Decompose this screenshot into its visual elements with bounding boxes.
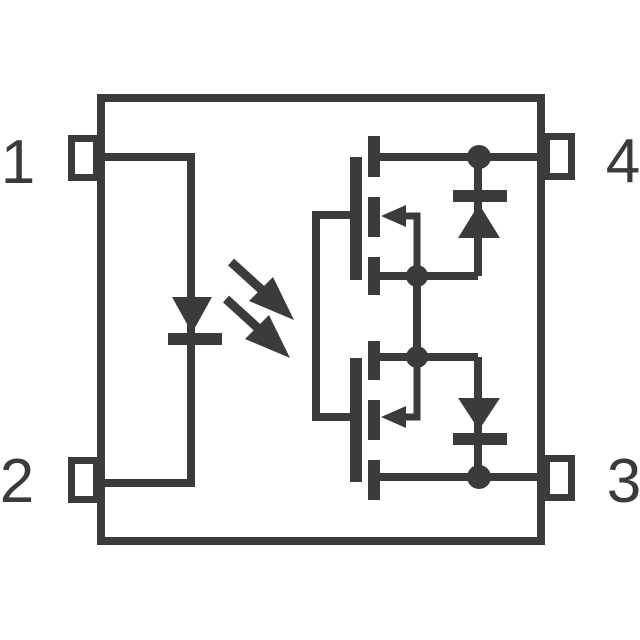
diode-top-triangle xyxy=(458,204,500,238)
pin1-terminal-box xyxy=(68,135,100,181)
led-anode-triangle xyxy=(172,297,212,333)
package-outline xyxy=(97,94,545,545)
junction-dot-source-top xyxy=(406,265,428,287)
pin1-label: 1 xyxy=(1,128,35,197)
gate-bus-wire xyxy=(312,211,350,421)
mosfet-top-body-arrow xyxy=(381,205,406,227)
body-wire-bottom xyxy=(404,357,421,421)
mosfet-bottom-gate-bar xyxy=(350,358,362,482)
light-arrow-1-shaft xyxy=(227,258,267,295)
mosfet-top-gate-bar xyxy=(350,157,362,280)
light-arrow-1-head xyxy=(249,277,294,320)
mosfet-bottom-source-bar xyxy=(368,341,380,380)
junction-dot-source-bottom xyxy=(406,346,428,368)
light-arrow-2-shaft xyxy=(222,295,263,333)
pin3-label: 3 xyxy=(607,447,640,516)
junction-dot-drain-top xyxy=(467,145,491,169)
led-cathode-bar xyxy=(168,333,222,345)
body-wire-top xyxy=(404,212,421,276)
mosfet-bottom-body-arrow xyxy=(381,406,406,428)
junction-dot-drain-bottom xyxy=(467,465,491,489)
mosfet-bottom-body-bar xyxy=(368,400,380,440)
led-input-wire xyxy=(104,153,195,487)
pin2-terminal-box xyxy=(68,457,100,503)
light-arrow-2-head xyxy=(245,315,290,358)
mosfet-top-body-bar xyxy=(368,197,380,237)
pin4-label: 4 xyxy=(606,127,640,196)
mosfet-top-drain-bar xyxy=(368,136,380,177)
pin2-label: 2 xyxy=(0,447,34,516)
diode-top-cathode-bar xyxy=(453,190,507,202)
pin4-terminal-box xyxy=(543,133,575,180)
diode-bottom-triangle xyxy=(458,398,500,430)
pin3-terminal-box xyxy=(543,455,575,501)
diode-bottom-cathode-bar xyxy=(453,433,507,445)
mosfet-bottom-drain-bar xyxy=(368,460,380,500)
mosfet-top-source-bar xyxy=(368,257,380,295)
